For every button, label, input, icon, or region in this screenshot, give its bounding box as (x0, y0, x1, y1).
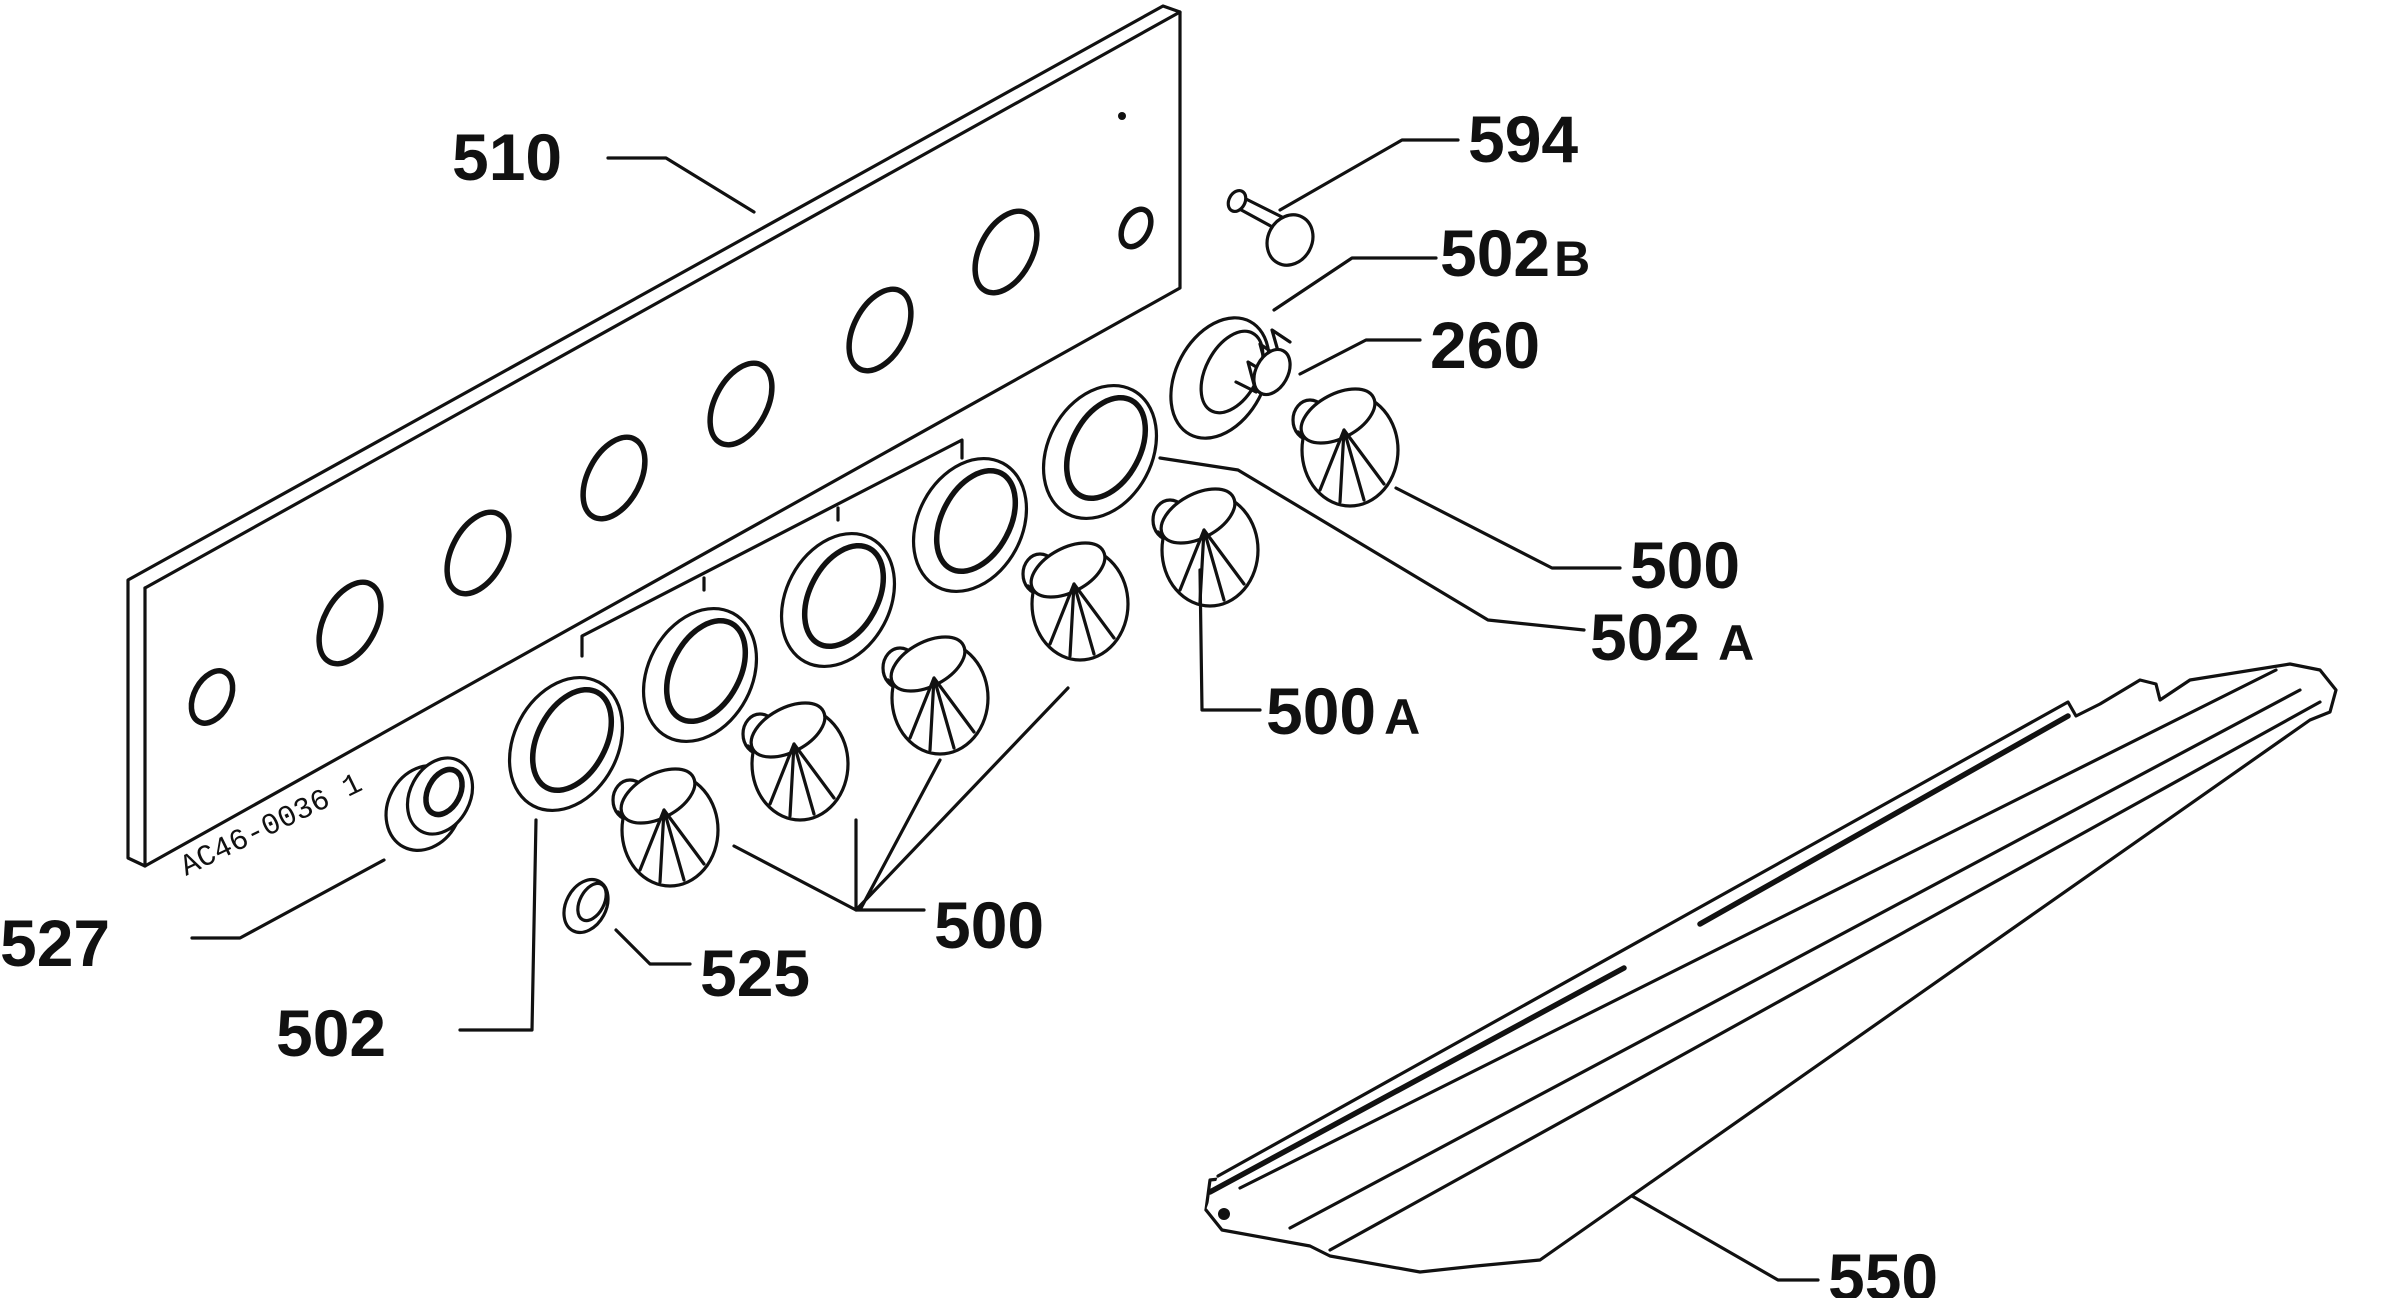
panel-holes (188, 206, 1154, 726)
callout-500-group: 500 (934, 888, 1044, 962)
ring-bracket (580, 438, 964, 658)
spring-260 (1234, 328, 1292, 397)
callout-594: 594 (1468, 102, 1578, 176)
callout-525: 525 (700, 936, 810, 1010)
screw-594 (1226, 188, 1315, 267)
callout-260: 260 (1430, 308, 1540, 382)
callout-502b: 502B (1440, 216, 1590, 290)
callout-500-right: 500 (1630, 528, 1740, 602)
callout-510: 510 (452, 120, 562, 194)
callout-550: 550 (1828, 1240, 1938, 1298)
bush-527 (384, 756, 475, 852)
callout-502: 502 (276, 996, 386, 1070)
part-525 (562, 877, 610, 935)
trim-strip-550 (1204, 662, 2338, 1274)
control-panel-510: AC46-0036 1 (126, 4, 1182, 885)
callout-527: 527 (0, 906, 110, 980)
leader-lines (190, 138, 1820, 1282)
